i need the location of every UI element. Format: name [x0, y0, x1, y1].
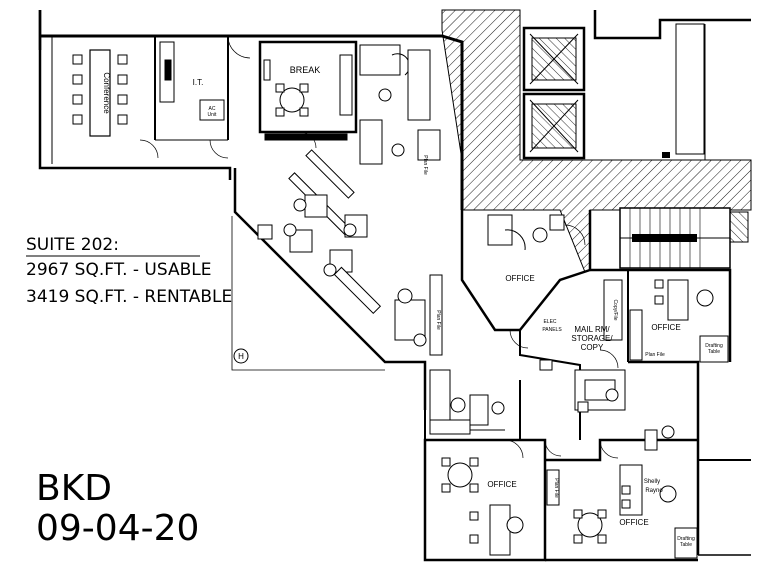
label-shelly-1: Shelly — [644, 479, 660, 485]
label-drafting-1a: Drafting — [705, 343, 723, 349]
lower-left-office-furniture — [441, 457, 560, 556]
label-elec-2: PANELS — [542, 327, 562, 333]
suite-info: SUITE 202: 2967 SQ.FT. - USABLE 3419 SQ.… — [26, 235, 232, 307]
label-elec-1: ELEC — [543, 319, 556, 325]
it-room-furniture — [159, 41, 225, 121]
label-plan-file-3: Plan File — [422, 155, 428, 175]
label-drafting-2a: Drafting — [677, 536, 695, 542]
room-label-it: I.T. — [193, 78, 204, 87]
label-plan-file-2: Plan File — [553, 478, 559, 498]
workstation-room-furniture — [429, 369, 505, 435]
label-drafting-2b: Table — [680, 542, 692, 548]
room-label-conference: Conference — [102, 72, 111, 114]
stamp-date: 09-04-20 — [36, 508, 199, 549]
stamp-initials: BKD — [36, 468, 112, 509]
mail-room-furniture — [539, 279, 626, 413]
room-label-mail-3: COPY — [581, 343, 604, 352]
label-drafting-1b: Table — [708, 349, 720, 355]
label-copy-file: Copy/File — [612, 299, 618, 320]
right-office-furniture — [629, 279, 729, 363]
label-plan-file-4: Plan File — [435, 310, 441, 330]
handicap-symbol: H — [233, 348, 249, 364]
room-label-mail-1: MAIL RM/ — [574, 325, 610, 334]
open-office-workstations — [257, 44, 443, 356]
room-label-mail-2: STORAGE/ — [571, 334, 613, 343]
label-shelly-2: Rayno — [645, 488, 663, 494]
lower-right-office-furniture — [573, 425, 698, 559]
room-label-office-bottom-left: OFFICE — [487, 480, 516, 489]
room-label-office-right: OFFICE — [651, 323, 680, 332]
stairwell — [619, 207, 749, 269]
suite-title: SUITE 202: — [26, 235, 119, 255]
room-label-office-bottom-right: OFFICE — [619, 518, 648, 527]
suite-usable-area: 2967 SQ.FT. - USABLE — [26, 260, 212, 280]
elevator-cab-1 — [531, 37, 577, 81]
center-office-furniture — [487, 214, 565, 251]
label-ac-unit-1: AC — [209, 106, 216, 112]
suite-walls — [38, 10, 751, 562]
elevator-cab-2 — [531, 103, 577, 149]
room-label-office-center: OFFICE — [505, 274, 534, 283]
exterior-wall-top-right — [593, 10, 751, 40]
building-core — [441, 9, 752, 273]
suite-rentable-area: 3419 SQ.FT. - RENTABLE — [26, 287, 232, 307]
break-room-furniture — [263, 54, 353, 141]
label-plan-file-1: Plan File — [645, 352, 665, 358]
handicap-letter: H — [238, 352, 244, 361]
room-label-break: BREAK — [290, 65, 321, 75]
drawing-stamp: BKD 09-04-20 — [36, 468, 199, 549]
conference-table-group — [72, 49, 128, 137]
label-ac-unit-2: Unit — [208, 112, 218, 118]
